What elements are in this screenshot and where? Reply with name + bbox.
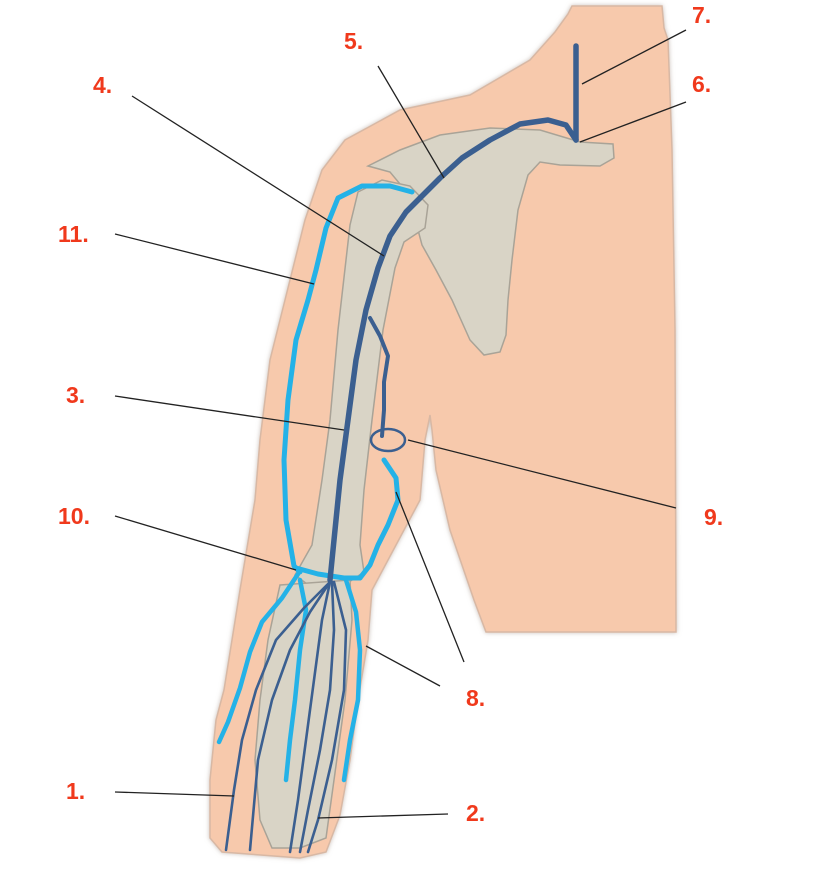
cephalic-vein [281,183,415,575]
label-11: 11. [58,221,89,247]
label-10: 10. [58,503,90,529]
label-2: 2. [466,800,486,826]
deep-forearm-vein-2 [248,580,332,852]
leader-line-1 [114,791,235,797]
label-7: 7. [692,2,712,28]
leader-line-6 [579,101,687,143]
leader-line-11 [114,233,315,285]
basilic-deep-segment [368,316,390,438]
leader-line-3 [114,395,345,431]
humerus-bone [294,179,429,591]
leader-line-10 [114,515,297,571]
ring-marker-9 [369,427,407,453]
forearm-superficial-vein-ulnar [341,577,363,783]
label-5: 5. [344,28,364,54]
deep-forearm-vein-3 [288,580,332,854]
deep-forearm-vein-4 [298,580,336,854]
leader-line-8a [395,491,465,663]
deep-veins [224,43,579,854]
deep-forearm-vein-1 [224,580,332,852]
leader-line-9 [407,439,677,509]
label-6: 6. [692,71,712,97]
forearm-superficial-vein-median [283,577,309,783]
label-1: 1. [66,778,86,804]
label-4: 4. [93,72,113,98]
label-8: 8. [466,685,486,711]
superficial-veins [216,183,415,783]
leader-line-8b [365,645,441,687]
label-9: 9. [704,504,724,530]
label-3: 3. [66,382,86,408]
leader-line-7 [581,29,687,85]
forearm-superficial-vein-radial [216,571,301,745]
leader-line-4 [131,95,385,257]
axillary-and-brachial-vein [327,195,423,583]
leader-lines [114,29,687,819]
leader-line-5 [377,65,445,179]
deep-forearm-vein-5 [306,580,348,854]
leader-line-2 [317,813,449,819]
subclavian-vein [417,117,579,201]
basilic-vein [357,457,401,581]
